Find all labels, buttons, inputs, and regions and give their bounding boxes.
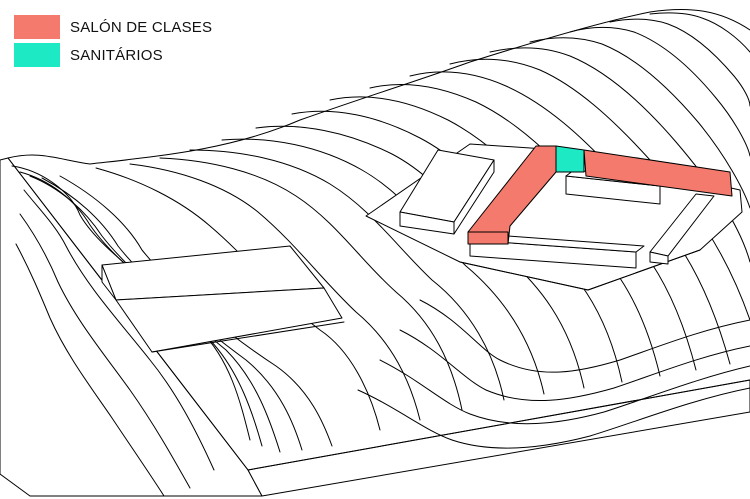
contour-line	[357, 387, 750, 449]
sanitary-block	[555, 145, 585, 173]
right-wing-face	[649, 251, 669, 265]
left-block-end	[453, 159, 495, 235]
contour-line	[19, 213, 191, 489]
contour-line	[15, 243, 165, 497]
legend-label-sanitary: SANITÁRIOS	[70, 46, 163, 64]
contour-line	[23, 189, 215, 471]
contour-line	[609, 18, 750, 107]
contour-line	[569, 27, 750, 157]
terrain-right-edge	[247, 379, 750, 471]
contour-line	[379, 359, 750, 425]
upper-terrace-front	[101, 264, 117, 301]
terraces	[101, 245, 345, 353]
classroom-wing-right	[583, 149, 733, 197]
sanitary-swatch	[14, 43, 60, 67]
lower-terrace	[115, 287, 343, 353]
classroom-wing-end	[467, 231, 509, 245]
contour-line	[159, 157, 463, 411]
contour-line	[529, 37, 750, 209]
contour-line	[409, 71, 731, 365]
terrain-right-face	[247, 379, 750, 497]
contour-line	[129, 163, 421, 421]
legend-label-classrooms: SALÓN DE CLASES	[70, 18, 213, 36]
contour-line	[399, 329, 750, 402]
terrain-top-edge	[7, 8, 750, 165]
programme-blocks	[467, 145, 733, 245]
contour-line	[649, 12, 750, 53]
classroom-swatch	[14, 15, 60, 39]
contour-line	[189, 149, 505, 401]
contour-line	[419, 299, 750, 373]
legend-item-sanitary: SANITÁRIOS	[14, 42, 212, 68]
lower-terrace-edge	[151, 321, 345, 353]
legend: SALÓN DE CLASES SANITÁRIOS	[14, 14, 212, 70]
legend-item-classrooms: SALÓN DE CLASES	[14, 14, 212, 40]
